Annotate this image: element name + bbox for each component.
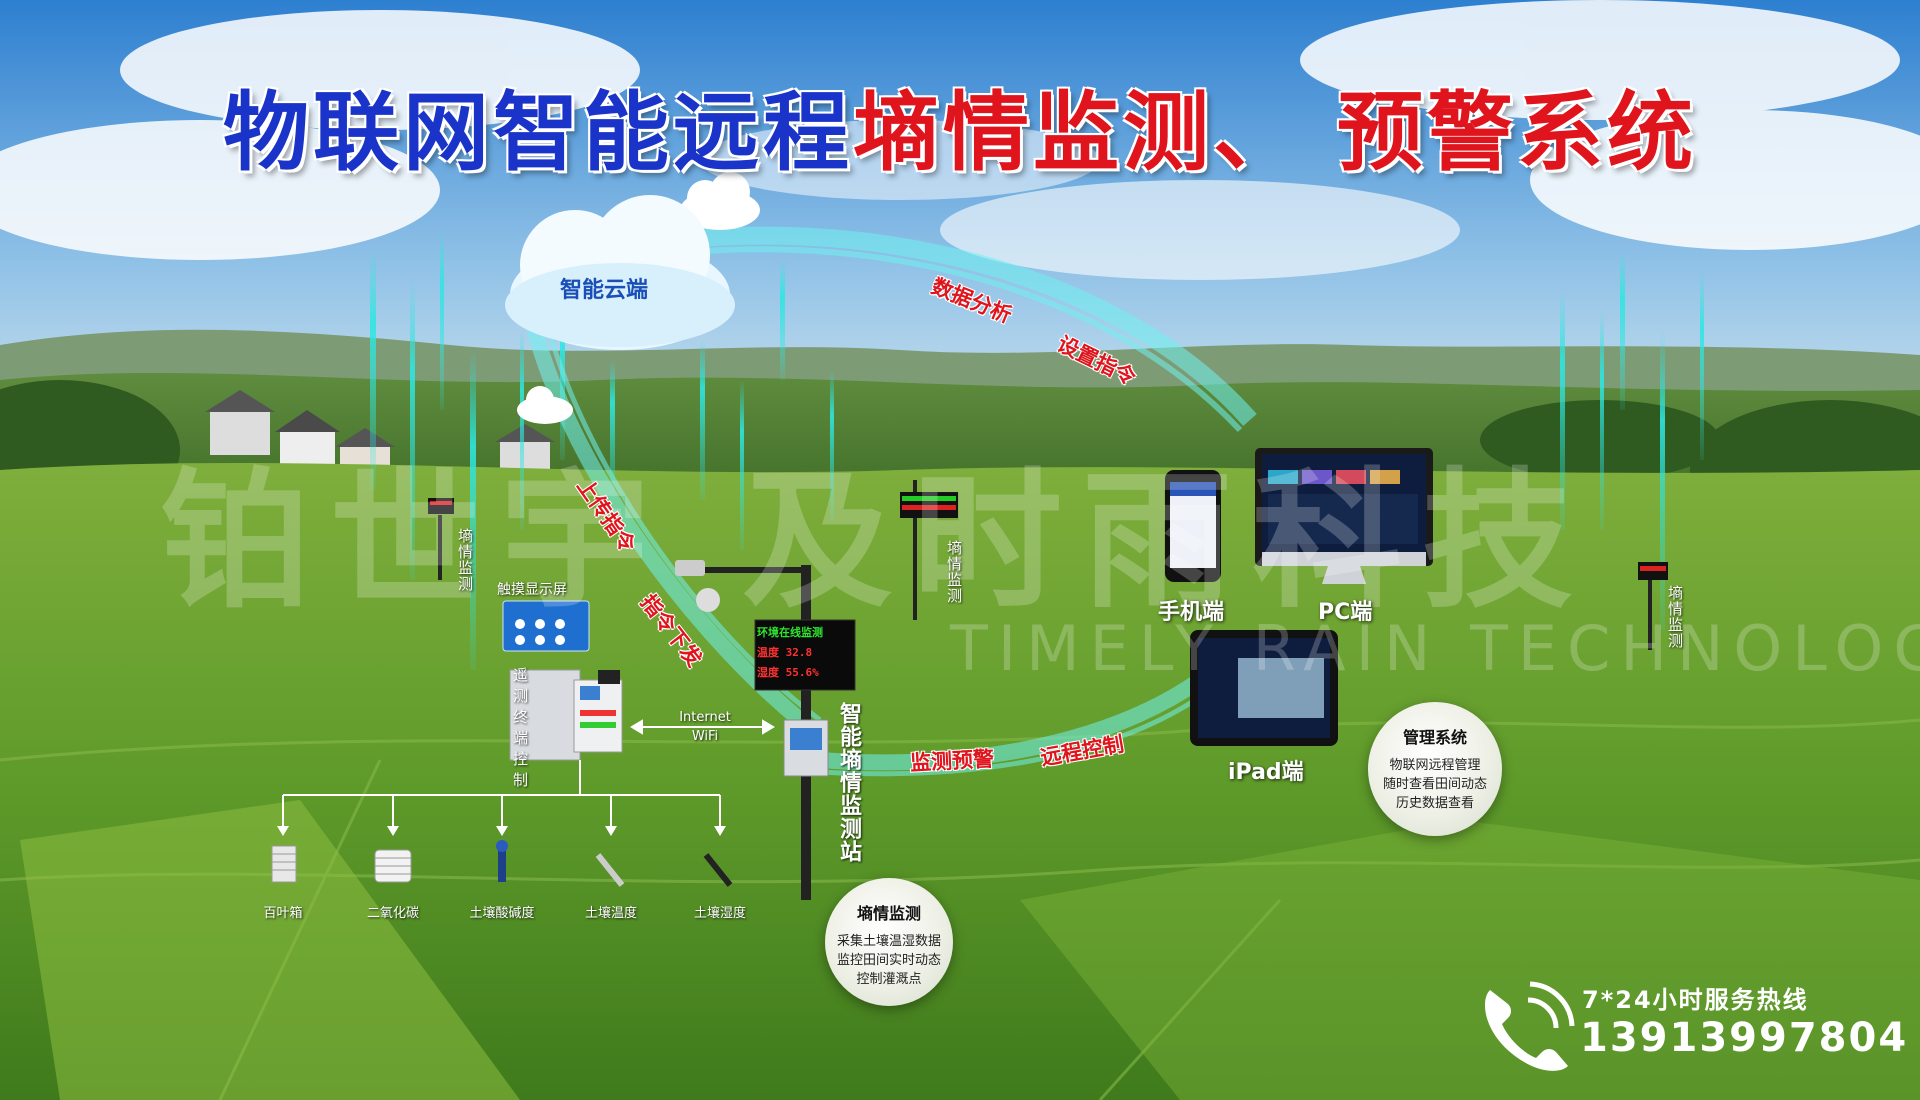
led-line-humidity: 湿度 55.6% bbox=[757, 666, 819, 679]
cloud-label: 智能云端 bbox=[560, 278, 649, 303]
station-label-mid: 墒情监测 bbox=[945, 540, 963, 604]
led-line-title: 环境在线监测 bbox=[757, 626, 823, 639]
station-label-left: 墒情监测 bbox=[456, 528, 474, 592]
link-internet: Internet bbox=[679, 710, 731, 725]
monitor-circle-line: 监控田间实时动态 bbox=[836, 953, 941, 968]
title-part-red: 墒情监测、 预警系统 bbox=[853, 83, 1697, 183]
monitor-circle-line: 控制灌溉点 bbox=[856, 972, 922, 987]
link-wifi: WiFi bbox=[691, 729, 719, 744]
sensor-label-soil-humidity: 土壤湿度 bbox=[693, 906, 746, 921]
manage-circle-line: 历史数据查看 bbox=[1395, 796, 1474, 811]
led-board: 环境在线监测 温度 32.8 湿度 55.6% bbox=[757, 623, 853, 683]
manage-info-circle: 管理系统 物联网远程管理 随时查看田间动态 历史数据查看 bbox=[1368, 702, 1502, 836]
sensor-label-soil-ph: 土壤酸碱度 bbox=[469, 906, 535, 921]
link-label: Internet WiFi bbox=[640, 710, 770, 744]
watermark-cn: 铂世宇 及时雨科技 bbox=[160, 455, 1593, 629]
touch-screen-label: 触摸显示屏 bbox=[497, 582, 567, 598]
sensor-label-co2: 二氧化碳 bbox=[366, 906, 419, 921]
title-part-blue: 物联网智能远程 bbox=[223, 83, 854, 183]
page-title: 物联网智能远程墒情监测、 预警系统 bbox=[0, 62, 1920, 187]
pc-label: PC端 bbox=[1318, 600, 1373, 625]
ipad-label: iPad端 bbox=[1228, 760, 1304, 785]
sensor-label-soil-temp: 土壤温度 bbox=[584, 906, 637, 921]
monitor-circle-line: 采集土壤温湿数据 bbox=[836, 934, 941, 949]
sensor-label-louver-box: 百叶箱 bbox=[263, 906, 303, 921]
manage-circle-line: 随时查看田间动态 bbox=[1382, 777, 1487, 792]
monitor-circle-title: 墒情监测 bbox=[856, 904, 921, 923]
led-line-temp: 温度 32.8 bbox=[757, 646, 813, 659]
manage-circle-title: 管理系统 bbox=[1402, 728, 1467, 747]
hotline-number: 13913997804 bbox=[1580, 1015, 1909, 1061]
hotline-label: 7*24小时服务热线 bbox=[1582, 986, 1809, 1014]
monitor-info-circle: 墒情监测 采集土壤温湿数据 监控田间实时动态 控制灌溉点 bbox=[825, 878, 953, 1006]
station-label-right: 墒情监测 bbox=[1666, 585, 1684, 649]
phone-label: 手机端 bbox=[1158, 600, 1225, 625]
manage-circle-line: 物联网远程管理 bbox=[1389, 758, 1481, 773]
terminal-label: 遥测终端控制 bbox=[511, 667, 529, 793]
watermark-en: TIMELY RAIN TECHNOLOGY bbox=[950, 612, 1920, 685]
service-hotline: 7*24小时服务热线 13913997804 bbox=[1500, 980, 1908, 1061]
arc-label-monitor-warn: 监测预警 bbox=[909, 746, 995, 776]
main-station-label: 智能墒情监测站 bbox=[836, 702, 861, 863]
